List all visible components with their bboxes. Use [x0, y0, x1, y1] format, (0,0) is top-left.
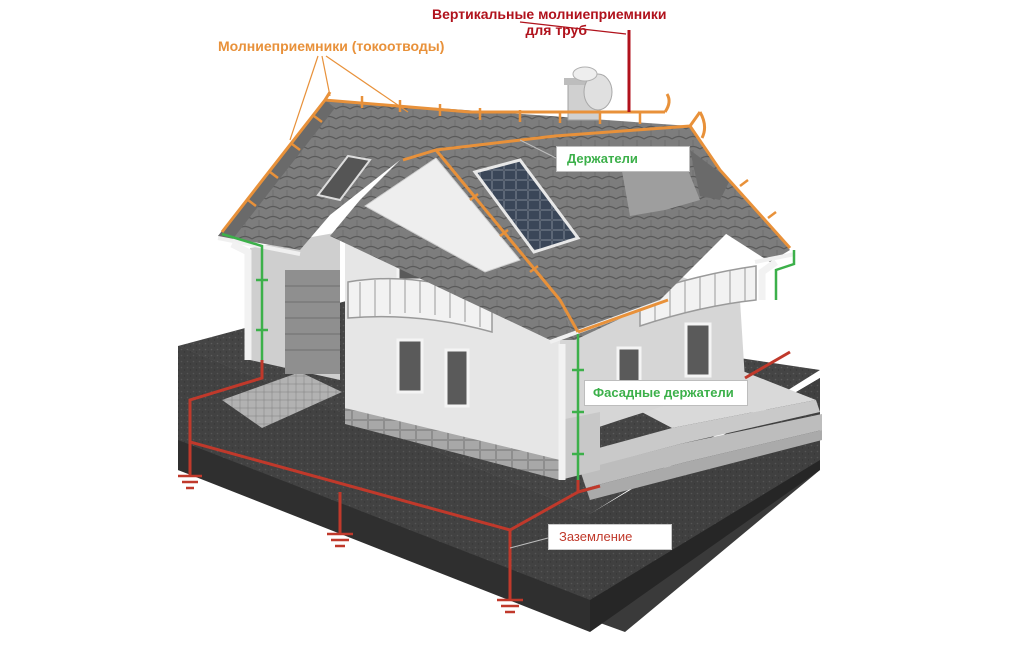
downpipes: [230, 240, 779, 480]
solar-panel-icon: [472, 158, 581, 254]
garage-wing: [250, 232, 340, 380]
skylight-icon: [316, 154, 372, 202]
ground-symbol-icon: [497, 598, 523, 614]
vertical-rods-label-line1: Вертикальные молниеприемники: [432, 6, 667, 22]
down-conductors: [221, 232, 796, 480]
roof-rods-label: Молниеприемники (токоотводы): [218, 38, 445, 54]
roof-rod-clamps: [247, 96, 777, 273]
holders-leader: [519, 139, 557, 159]
holders-label: Держатели: [556, 146, 690, 172]
ground-symbol-icon: [178, 474, 202, 490]
facade-holders-label: Фасадные держатели: [584, 380, 748, 406]
ground-symbol-icon: [327, 532, 353, 548]
grounding-label: Заземление: [548, 524, 672, 550]
facade-holder-clamps: [256, 278, 584, 456]
vertical-rods-label-line2: для труб: [525, 22, 587, 39]
vertical-rod: [519, 21, 631, 112]
grounding-electrodes: [189, 442, 511, 540]
cobblestone-driveway: [222, 372, 342, 428]
satellite-dish-icon: [572, 66, 613, 111]
grounding-leader: [509, 537, 549, 549]
roof-rods-leaders: [289, 55, 409, 141]
vertical-rods-label: Вертикальные молниеприемники для труб: [432, 6, 666, 38]
